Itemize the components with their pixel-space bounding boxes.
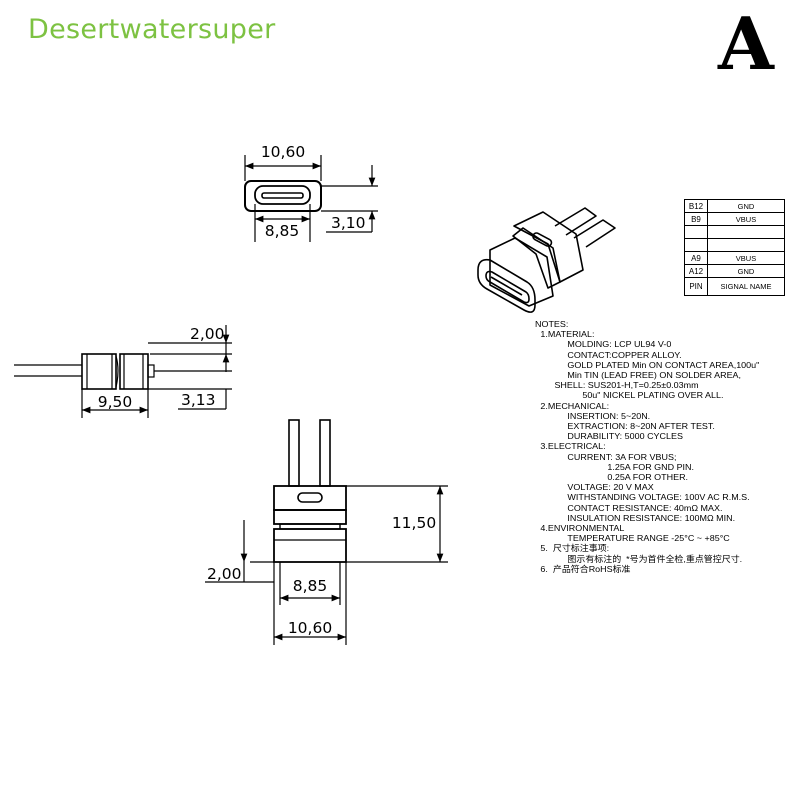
variant-label: A [718, 1, 774, 86]
pin-table: B12 GND B9 VBUS A9 VBUS A12 GND PIN SIGN… [684, 199, 785, 296]
dim-side-length: 9,50 [98, 393, 133, 411]
note-line: INSERTION: 5~20N. [567, 410, 651, 421]
note-line: INSULATION RESISTANCE: 100MΩ MIN. [567, 512, 736, 523]
front-view [244, 155, 378, 242]
table-row: B9 VBUS [684, 212, 785, 226]
dim-top-offset: 2,00 [207, 565, 242, 583]
pin-cell [684, 225, 708, 239]
note-line: 50u" NICKEL PLATING OVER ALL. [567, 390, 724, 401]
pin-cell: B12 [684, 199, 708, 213]
note-line: CONTACT RESISTANCE: 40mΩ MAX. [567, 502, 723, 513]
signal-cell: VBUS [707, 212, 785, 226]
note-line: DURABILITY: 5000 CYCLES [567, 431, 683, 442]
table-header-row: PIN SIGNAL NAME [684, 277, 785, 296]
table-row: A12 GND [684, 264, 785, 278]
dim-top-height: 11,50 [392, 514, 436, 532]
note-line: 图示有标注的 *号为首件全检,重点管控尺寸. [567, 553, 743, 564]
note-line: CURRENT: 3A FOR VBUS; [567, 451, 677, 462]
brand-watermark: Desertwatersuper [28, 14, 276, 45]
note-line: 6. 产品符合RoHS标准 [540, 563, 631, 574]
signal-cell [707, 225, 785, 239]
note-line: SHELL: SUS201-H,T=0.25±0.03mm [554, 380, 699, 391]
table-row [684, 225, 785, 239]
table-row: B12 GND [684, 199, 785, 213]
note-line: VOLTAGE: 20 V MAX [567, 482, 654, 493]
signal-cell: GND [707, 264, 785, 278]
isometric-view [477, 207, 616, 313]
note-line: 4.ENVIRONMENTAL [540, 523, 625, 534]
note-line: WITHSTANDING VOLTAGE: 100V AC R.M.S. [567, 492, 750, 503]
dim-side-body-height: 3,13 [181, 391, 216, 409]
pin-cell: B9 [684, 212, 708, 226]
note-line: EXTRACTION: 8~20N AFTER TEST. [567, 421, 715, 432]
dim-top-width-inner: 8,85 [293, 577, 328, 595]
pin-cell: A12 [684, 264, 708, 278]
table-row: A9 VBUS [684, 251, 785, 265]
note-line: GOLD PLATED Min ON CONTACT AREA,100u" [567, 359, 760, 370]
note-line: NOTES: [535, 319, 569, 329]
dim-front-width-inner: 8,85 [265, 222, 300, 240]
dim-front-height: 3,10 [331, 214, 366, 232]
note-line: 2.MECHANICAL: [540, 400, 610, 411]
note-line: CONTACT:COPPER ALLOY. [567, 349, 682, 360]
pin-cell [684, 238, 708, 252]
note-line: MOLDING: LCP UL94 V-0 [567, 339, 672, 350]
top-view [205, 419, 448, 645]
note-line: Min TIN (LEAD FREE) ON SOLDER AREA, [567, 370, 742, 381]
note-line: 3.ELECTRICAL: [540, 441, 606, 452]
note-line: 0.25A FOR OTHER. [607, 472, 689, 483]
signal-cell: GND [707, 199, 785, 213]
note-line: TEMPERATURE RANGE -25°C ~ +85°C [567, 533, 730, 544]
note-line: 5. 尺寸标注事项: [540, 543, 610, 554]
table-row [684, 238, 785, 252]
signal-cell [707, 238, 785, 252]
pin-cell: A9 [684, 251, 708, 265]
note-line: 1.25A FOR GND PIN. [607, 461, 695, 472]
dim-top-width-outer: 10,60 [288, 619, 332, 637]
signal-header: SIGNAL NAME [707, 277, 785, 296]
pin-header: PIN [684, 277, 708, 296]
dim-front-width-outer: 10,60 [261, 143, 305, 161]
side-view [14, 325, 232, 418]
signal-cell: VBUS [707, 251, 785, 265]
dim-side-height: 2,00 [190, 325, 225, 343]
note-line: 1.MATERIAL: [540, 329, 595, 340]
